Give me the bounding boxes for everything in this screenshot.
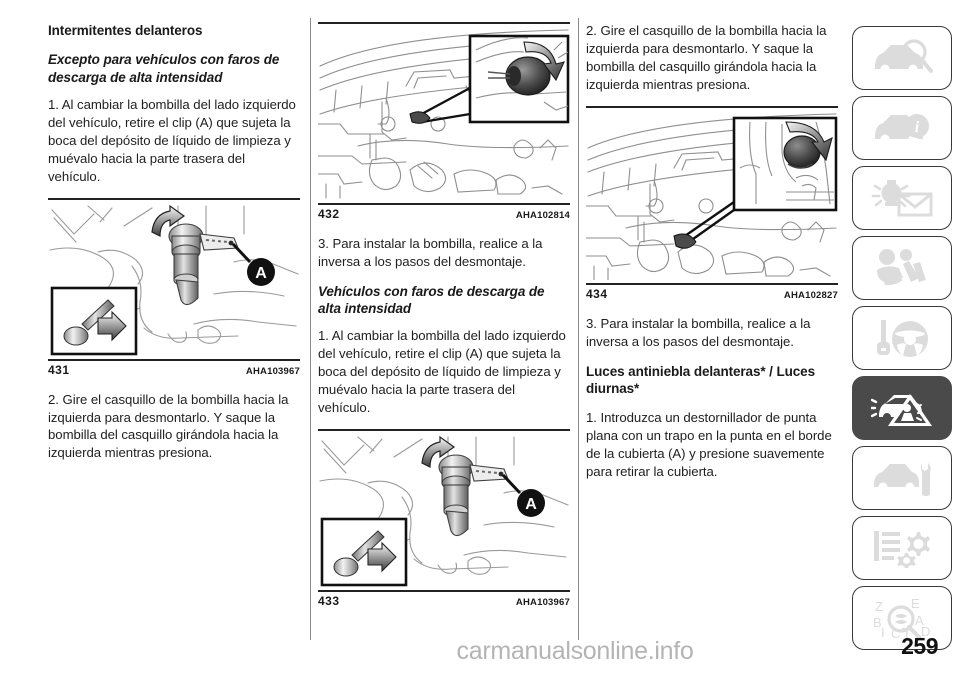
figure-432: 432 AHA102814 [318,22,570,221]
figure-illustration: A [318,435,570,588]
section-subheading: Vehículos con faros de descarga de alta … [318,283,545,317]
figure-433: A 433 AHA103967 [318,429,570,608]
figure-rule-bottom [318,590,570,593]
figure-434: 434 AHA102827 [586,105,838,301]
section-heading: Luces antiniebla delanteras* / Luces diu… [586,363,815,396]
figure-code: AHA102827 [783,289,838,301]
tab-seatbelt-airbag[interactable] [852,236,952,300]
instruction-step: 1. Al cambiar la bombilla del lado izqui… [318,328,566,416]
svg-text:C: C [891,626,900,639]
figure-caption: 433 AHA103967 [318,592,570,608]
figure-rule-top [586,105,838,108]
svg-text:E: E [911,597,920,611]
instruction-step: 2. Gire el casquillo de la bombilla haci… [48,391,289,461]
figure-rule-bottom [48,358,300,361]
specifications-icon [874,531,930,568]
figure-code: AHA103967 [245,365,300,377]
instruction-step: 3. Para instalar la bombilla, realice a … [318,236,543,269]
figure-rule-top [318,429,570,432]
tab-emergency-warning[interactable] [852,376,952,440]
svg-text:T: T [902,626,912,639]
svg-text:i: i [915,119,920,136]
figure-number: 432 [318,207,340,221]
instruction-step: 3. Para instalar la bombilla, realice a … [586,315,811,349]
section-tab-bar[interactable]: i [852,26,952,656]
figure-caption: 432 AHA102814 [318,205,570,221]
seatbelt-airbag-icon [877,249,926,286]
emergency-warning-icon [871,394,932,426]
page-number: 259 [901,633,938,659]
tab-lights-mail[interactable] [852,166,952,230]
figure-illustration: A [48,203,300,356]
car-info-icon: i [875,114,929,144]
car-service-icon [874,463,931,496]
figure-number: 433 [318,594,340,609]
figure-callout-label: A [255,265,267,282]
instruction-step: 2. Gire el casquillo de la bombilla haci… [586,23,827,92]
svg-text:A: A [915,613,924,628]
alphabetical-index-icon: Z B I C T E A D [873,597,930,639]
text-column-3: 2. Gire el casquillo de la bombilla haci… [586,0,838,678]
figure-code: AHA102814 [515,210,570,221]
site-watermark: carmanualsonline.info [456,637,694,665]
section-heading: Intermitentes delanteros [48,23,203,38]
key-steering-icon [877,320,928,357]
figure-callout-label: A [525,496,537,513]
figure-rule-top [48,197,300,200]
figure-code: AHA103967 [515,597,570,609]
text-column-2: 432 AHA102814 3. Para instalar la bombil… [318,0,570,678]
figure-illustration [586,111,838,280]
svg-text:I: I [881,625,885,639]
instruction-step: 1. Introduzca un destornillador de punta… [586,410,832,480]
figure-rule-bottom [586,282,838,285]
text-column-1: Intermitentes delanteros Excepto para ve… [48,0,300,678]
figure-number: 431 [48,362,70,377]
figure-caption: 431 AHA103967 [48,361,300,377]
car-inspection-icon [875,39,933,74]
figure-illustration [318,28,570,200]
figure-rule-top [318,22,570,24]
column-divider-1 [310,18,311,640]
tab-car-service[interactable] [852,446,952,510]
tab-alphabetical-index[interactable]: Z B I C T E A D [852,586,952,650]
figure-rule-bottom [318,203,570,205]
tab-specifications[interactable] [852,516,952,580]
instruction-step: 1. Al cambiar la bombilla del lado izqui… [48,96,296,184]
tab-car-info[interactable]: i [852,96,952,160]
lights-mail-icon [871,180,933,217]
figure-caption: 434 AHA102827 [586,285,838,301]
figure-number: 434 [586,286,608,301]
tab-car-inspection[interactable] [852,26,952,90]
svg-text:D: D [921,624,930,639]
section-subheading: Excepto para vehículos con faros de desc… [48,52,280,85]
svg-text:Z: Z [875,599,883,614]
figure-431: A 431 AHA103967 [48,197,300,377]
svg-text:B: B [873,615,882,630]
column-divider-2 [578,18,579,640]
tab-key-steering[interactable] [852,306,952,370]
